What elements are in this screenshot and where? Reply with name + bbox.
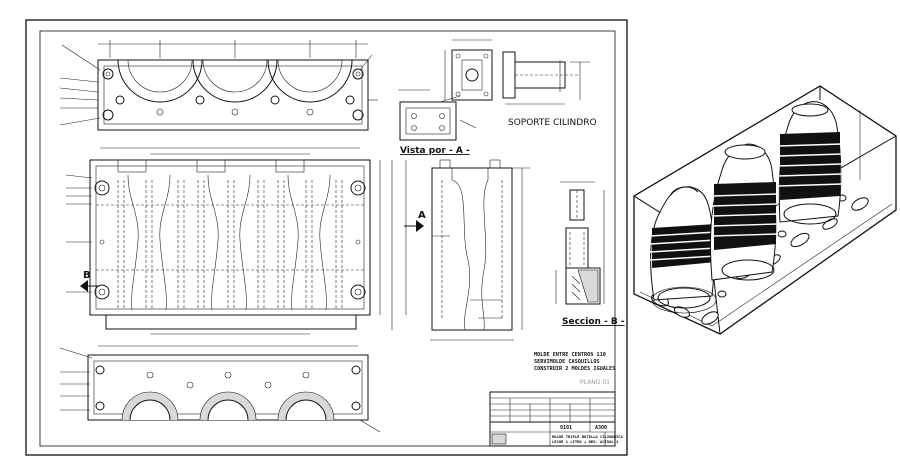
mold-3d-render	[633, 85, 897, 335]
bottle-cavity-3	[777, 101, 843, 225]
title-code-2: A300	[595, 425, 607, 431]
seccion-b-title: Seccion - B -	[562, 317, 625, 327]
section-b-letter: B	[83, 270, 91, 281]
note-line-2: SERVIMOLDE CASQUILLOS	[534, 359, 600, 365]
soporte-cilindro-detail: SOPORTE CILINDRO	[444, 39, 597, 128]
title-block: 9101 A300 MOLDE TRIPLE BOTELLA CILINDRIC…	[489, 391, 624, 447]
title-desc-2: LECHE 1 LITRO + REG. ACTUAL 1	[552, 439, 619, 444]
note-line-1: MOLDE ENTRE CENTROS 110	[534, 352, 606, 358]
soporte-title: SOPORTE CILINDRO	[508, 118, 597, 128]
bottle-cavity-1	[649, 186, 717, 301]
mold-front-view	[65, 147, 407, 335]
bottle-cavity-2	[709, 143, 779, 281]
mold-bottom-view	[59, 345, 381, 433]
plano-label: PLANO 01	[580, 379, 610, 386]
notes-block: MOLDE ENTRE CENTROS 110 SERVIMOLDE CASQU…	[534, 352, 615, 386]
vista-a-title: Vista por - A -	[400, 146, 470, 156]
title-code-1: 9101	[560, 425, 572, 431]
view-a-letter: A	[418, 210, 426, 221]
mold-top-view	[59, 40, 378, 131]
vista-a-detail: Vista por - A -	[398, 89, 477, 156]
view-a-marker: A	[404, 210, 426, 232]
title-desc-1: MOLDE TRIPLE BOTELLA CILINDRICA	[552, 434, 624, 439]
note-line-3: CONSTRUIR 2 MOLDES IGUALES	[534, 366, 615, 372]
drawing-sheet	[25, 19, 628, 456]
mold-side-view	[430, 159, 530, 341]
section-b-marker: B	[80, 270, 98, 292]
seccion-b-detail: Seccion - B -	[555, 181, 625, 327]
